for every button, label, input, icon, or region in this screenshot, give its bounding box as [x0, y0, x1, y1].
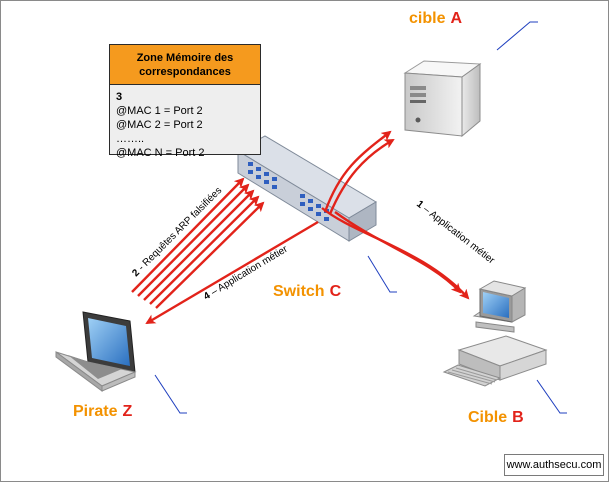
app-flow-arrows	[145, 130, 470, 325]
accent-lines	[154, 21, 567, 414]
arrow-switch-to-z	[145, 220, 319, 325]
arrow-switch-to-b-2	[334, 211, 462, 294]
arrow-switch-to-a-1	[323, 130, 392, 213]
memory-zone-line: ……..	[116, 133, 145, 145]
switch-icon	[237, 135, 377, 242]
memory-zone-line: @MAC 1 = Port 2	[116, 105, 203, 117]
credit-link[interactable]: www.authsecu.com	[504, 454, 604, 476]
edge-label-app-b: 1– Application métier	[414, 199, 497, 267]
memory-zone-line: @MAC N = Port 2	[116, 147, 205, 159]
server-icon	[403, 60, 482, 138]
memory-zone-title: Zone Mémoire des correspondances	[110, 45, 260, 85]
arrow-switch-to-a-2	[328, 138, 395, 215]
memory-zone-box: Zone Mémoire des correspondances 3 @MAC …	[109, 44, 261, 159]
desktop-computer-icon	[442, 280, 548, 387]
memory-zone-count: 3	[116, 91, 123, 103]
memory-zone-line: @MAC 2 = Port 2	[116, 119, 203, 131]
arp-forged-arrows	[131, 177, 265, 309]
memory-zone-lines: 3 @MAC 1 = Port 2 @MAC 2 = Port 2 …….. @…	[110, 85, 260, 160]
laptop-icon	[55, 311, 137, 392]
